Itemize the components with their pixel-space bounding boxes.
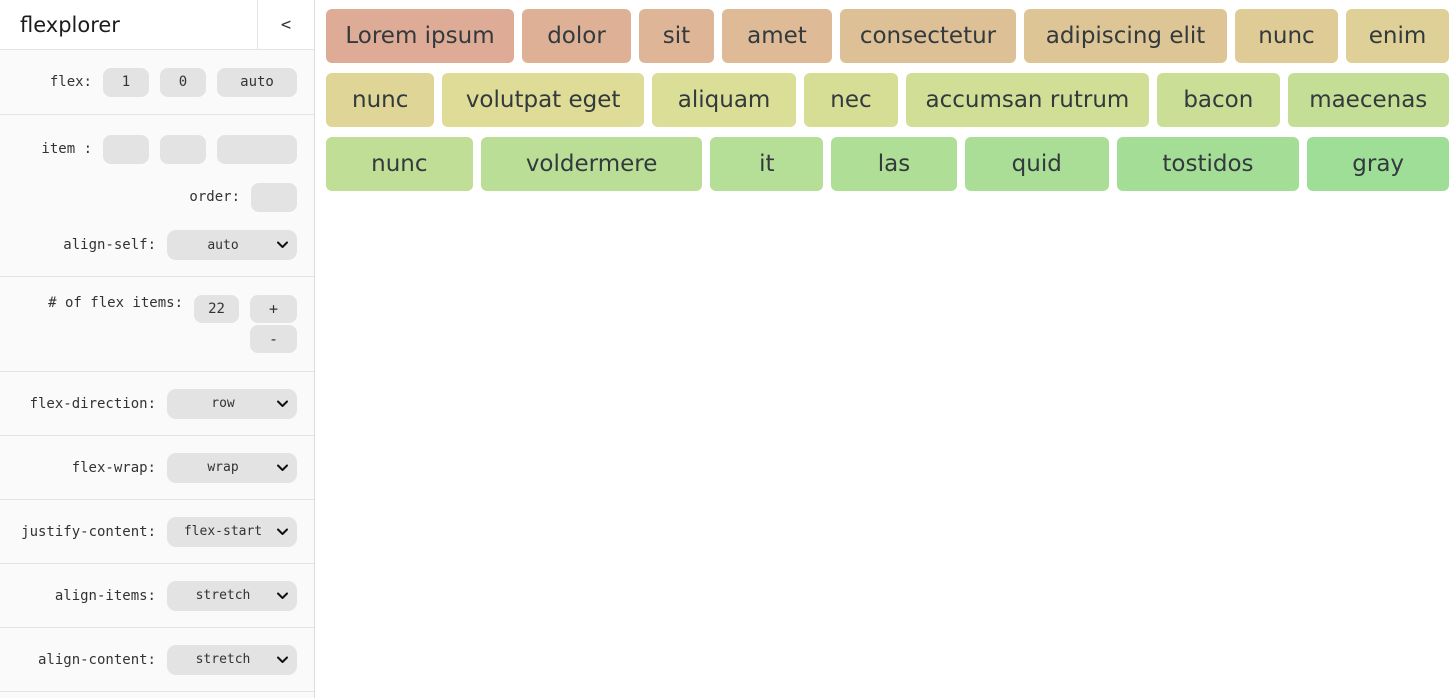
align-items-label: align-items: — [54, 587, 156, 604]
align-content-label: align-content: — [37, 651, 156, 668]
flex-item: enim — [1346, 9, 1449, 63]
flex-item: bacon — [1157, 73, 1280, 127]
align-items-select[interactable]: stretch — [167, 580, 297, 611]
order-label: order: — [189, 189, 240, 205]
chevron-down-icon — [277, 656, 288, 663]
chevron-down-icon — [277, 464, 288, 471]
section-align-items: align-items: stretch — [0, 564, 314, 628]
flex-basis-input[interactable] — [217, 67, 297, 97]
flex-item: maecenas — [1287, 73, 1449, 127]
chevron-down-icon — [277, 592, 288, 599]
align-self-label: align-self: — [63, 237, 156, 253]
flex-shrink-input[interactable] — [160, 67, 206, 97]
align-items-value: stretch — [195, 588, 251, 603]
item-flex-basis-input[interactable] — [217, 134, 297, 164]
section-align-content: align-content: stretch — [0, 628, 314, 692]
flex-grow-input[interactable] — [103, 67, 149, 97]
flex-item: nec — [804, 73, 898, 127]
flex-item: accumsan rutrum — [905, 73, 1150, 127]
flex-item: nunc — [326, 73, 435, 127]
add-item-button[interactable]: + — [250, 295, 297, 323]
app-title: flexplorer — [20, 12, 120, 37]
flex-direction-value: row — [211, 396, 235, 411]
flex-item: consectetur — [840, 9, 1016, 63]
chevron-left-icon: < — [280, 14, 292, 35]
flex-item: amet — [722, 9, 832, 63]
flex-item: quid — [964, 137, 1109, 191]
flex-label: flex: — [49, 74, 92, 90]
justify-content-select[interactable]: flex-start — [167, 516, 297, 547]
order-input[interactable] — [251, 182, 297, 212]
flex-item: gray — [1307, 137, 1450, 191]
flex-item: it — [710, 137, 824, 191]
align-self-select[interactable]: auto — [167, 230, 297, 260]
flex-wrap-value: wrap — [207, 460, 239, 475]
flex-wrap-label: flex-wrap: — [71, 459, 156, 476]
flex-direction-label: flex-direction: — [29, 395, 156, 412]
count-label: # of flex items: — [48, 295, 183, 311]
section-flex-wrap: flex-wrap: wrap — [0, 436, 314, 500]
chevron-down-icon — [277, 528, 288, 535]
flex-item: nunc — [326, 137, 473, 191]
flex-item: aliquam — [651, 73, 797, 127]
sidebar-header: flexplorer < — [0, 0, 314, 50]
flex-item: volutpat eget — [442, 73, 644, 127]
section-flex: flex: — [0, 50, 314, 115]
align-content-select[interactable]: stretch — [167, 644, 297, 675]
chevron-down-icon — [277, 400, 288, 407]
item-flex-grow-input[interactable] — [103, 134, 149, 164]
section-count: # of flex items: + - — [0, 277, 314, 372]
flex-item: voldermere — [480, 137, 703, 191]
flex-direction-select[interactable]: row — [167, 388, 297, 419]
flex-item: tostidos — [1116, 137, 1300, 191]
collapse-sidebar-button[interactable]: < — [257, 0, 314, 49]
align-content-value: stretch — [195, 652, 251, 667]
item-flex-shrink-input[interactable] — [160, 134, 206, 164]
section-item: item : order: align-self: auto — [0, 115, 314, 277]
flex-item: las — [831, 137, 957, 191]
flex-item: Lorem ipsum — [326, 9, 514, 63]
flex-item-count-input[interactable] — [194, 295, 239, 323]
flex-item: nunc — [1235, 9, 1338, 63]
sidebar: flexplorer < flex: item : order: align-s… — [0, 0, 315, 698]
justify-content-label: justify-content: — [21, 523, 156, 540]
flex-item: dolor — [522, 9, 631, 63]
section-flex-direction: flex-direction: row — [0, 372, 314, 436]
remove-item-button[interactable]: - — [250, 325, 297, 353]
item-label: item : — [41, 141, 92, 157]
flex-wrap-select[interactable]: wrap — [167, 452, 297, 483]
align-self-value: auto — [207, 237, 239, 253]
justify-content-value: flex-start — [183, 524, 263, 539]
section-justify-content: justify-content: flex-start — [0, 500, 314, 564]
flex-item: adipiscing elit — [1024, 9, 1227, 63]
chevron-down-icon — [277, 241, 288, 249]
flex-item: sit — [639, 9, 714, 63]
